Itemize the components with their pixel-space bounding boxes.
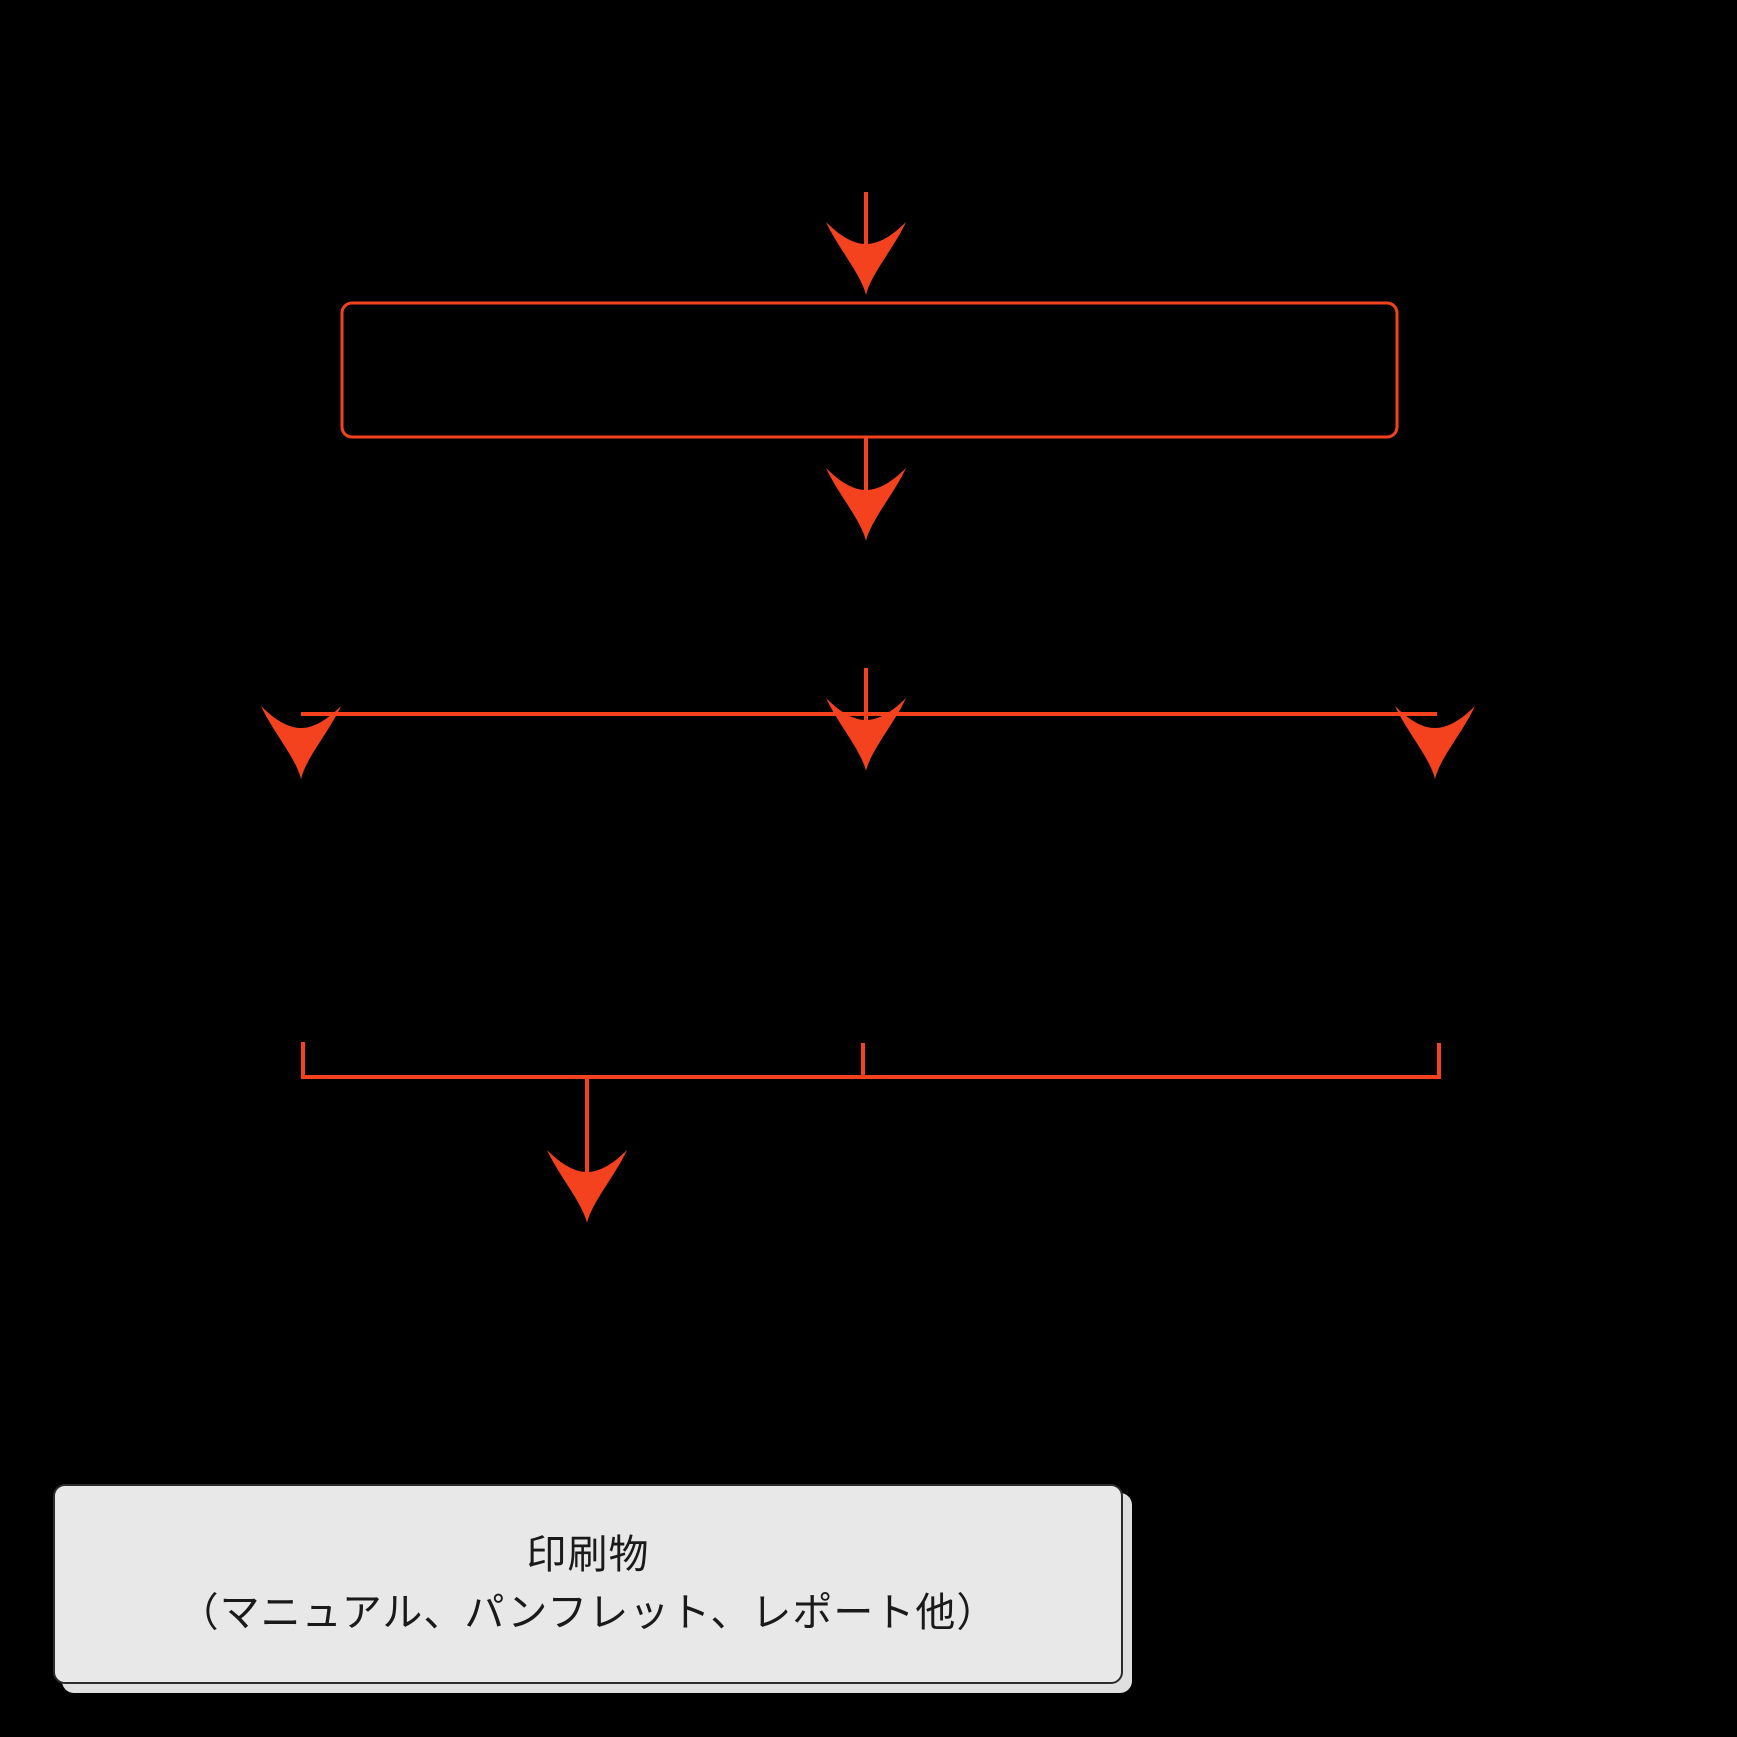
outlined-process-box <box>340 301 1399 439</box>
down-arrow-icon-split-left <box>261 706 341 779</box>
down-arrow-icon-split-right <box>1395 706 1475 779</box>
printed-matter-box: 印刷物 （マニュアル、パンフレット、レポート他） <box>53 1484 1123 1684</box>
printed-matter-subtitle: （マニュアル、パンフレット、レポート他） <box>178 1591 998 1635</box>
printed-matter-title: 印刷物 <box>526 1533 650 1577</box>
